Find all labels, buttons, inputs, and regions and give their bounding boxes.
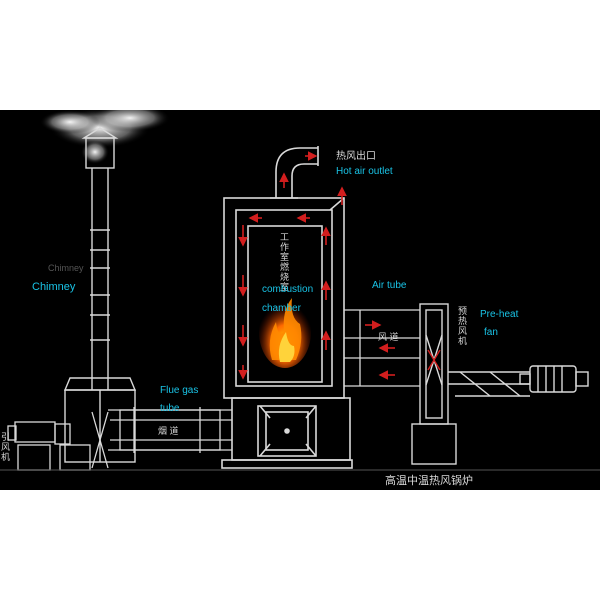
preheat-fan: [411, 303, 589, 465]
flue-gas-label-2: tube: [160, 403, 180, 414]
combustion-label-1: combustion: [262, 284, 314, 295]
hot-air-outlet-label: Hot air outlet: [336, 166, 393, 177]
flow-arrows: [238, 151, 395, 380]
flame: [259, 296, 311, 368]
diagram-title: 高温中温热风锅炉: [385, 475, 473, 487]
combustion-label-cn: 工作室燃烧室: [280, 232, 290, 292]
hot-air-outlet: [270, 146, 319, 199]
air-duct-label-cn: 风 道: [378, 332, 399, 342]
flue-duct-label-cn: 烟 道: [158, 426, 179, 436]
chimney: [63, 127, 137, 463]
induced-fan-label-cn: 引风机: [1, 432, 11, 462]
air-tube: [344, 309, 420, 387]
flue-gas-tube: [108, 407, 232, 453]
flue-gas-label-1: Flue gas: [160, 385, 199, 396]
diagram-canvas: 热风出口 Hot air outlet Chimney Chimney 工作室燃…: [0, 110, 600, 490]
hot-air-outlet-label-cn: 热风出口: [336, 151, 376, 162]
induced-fan: [7, 411, 109, 471]
preheat-label-cn: 预热风机: [458, 306, 468, 346]
boiler-diagram: [0, 110, 600, 471]
combustion-label-2: chamber: [262, 303, 301, 314]
chimney-faint-label: Chimney: [48, 263, 84, 273]
chimney-label: Chimney: [32, 281, 76, 293]
smoke-cloud: [40, 110, 170, 164]
preheat-label-2: fan: [484, 327, 498, 338]
preheat-label-1: Pre-heat: [480, 309, 519, 320]
air-tube-label: Air tube: [372, 280, 407, 291]
